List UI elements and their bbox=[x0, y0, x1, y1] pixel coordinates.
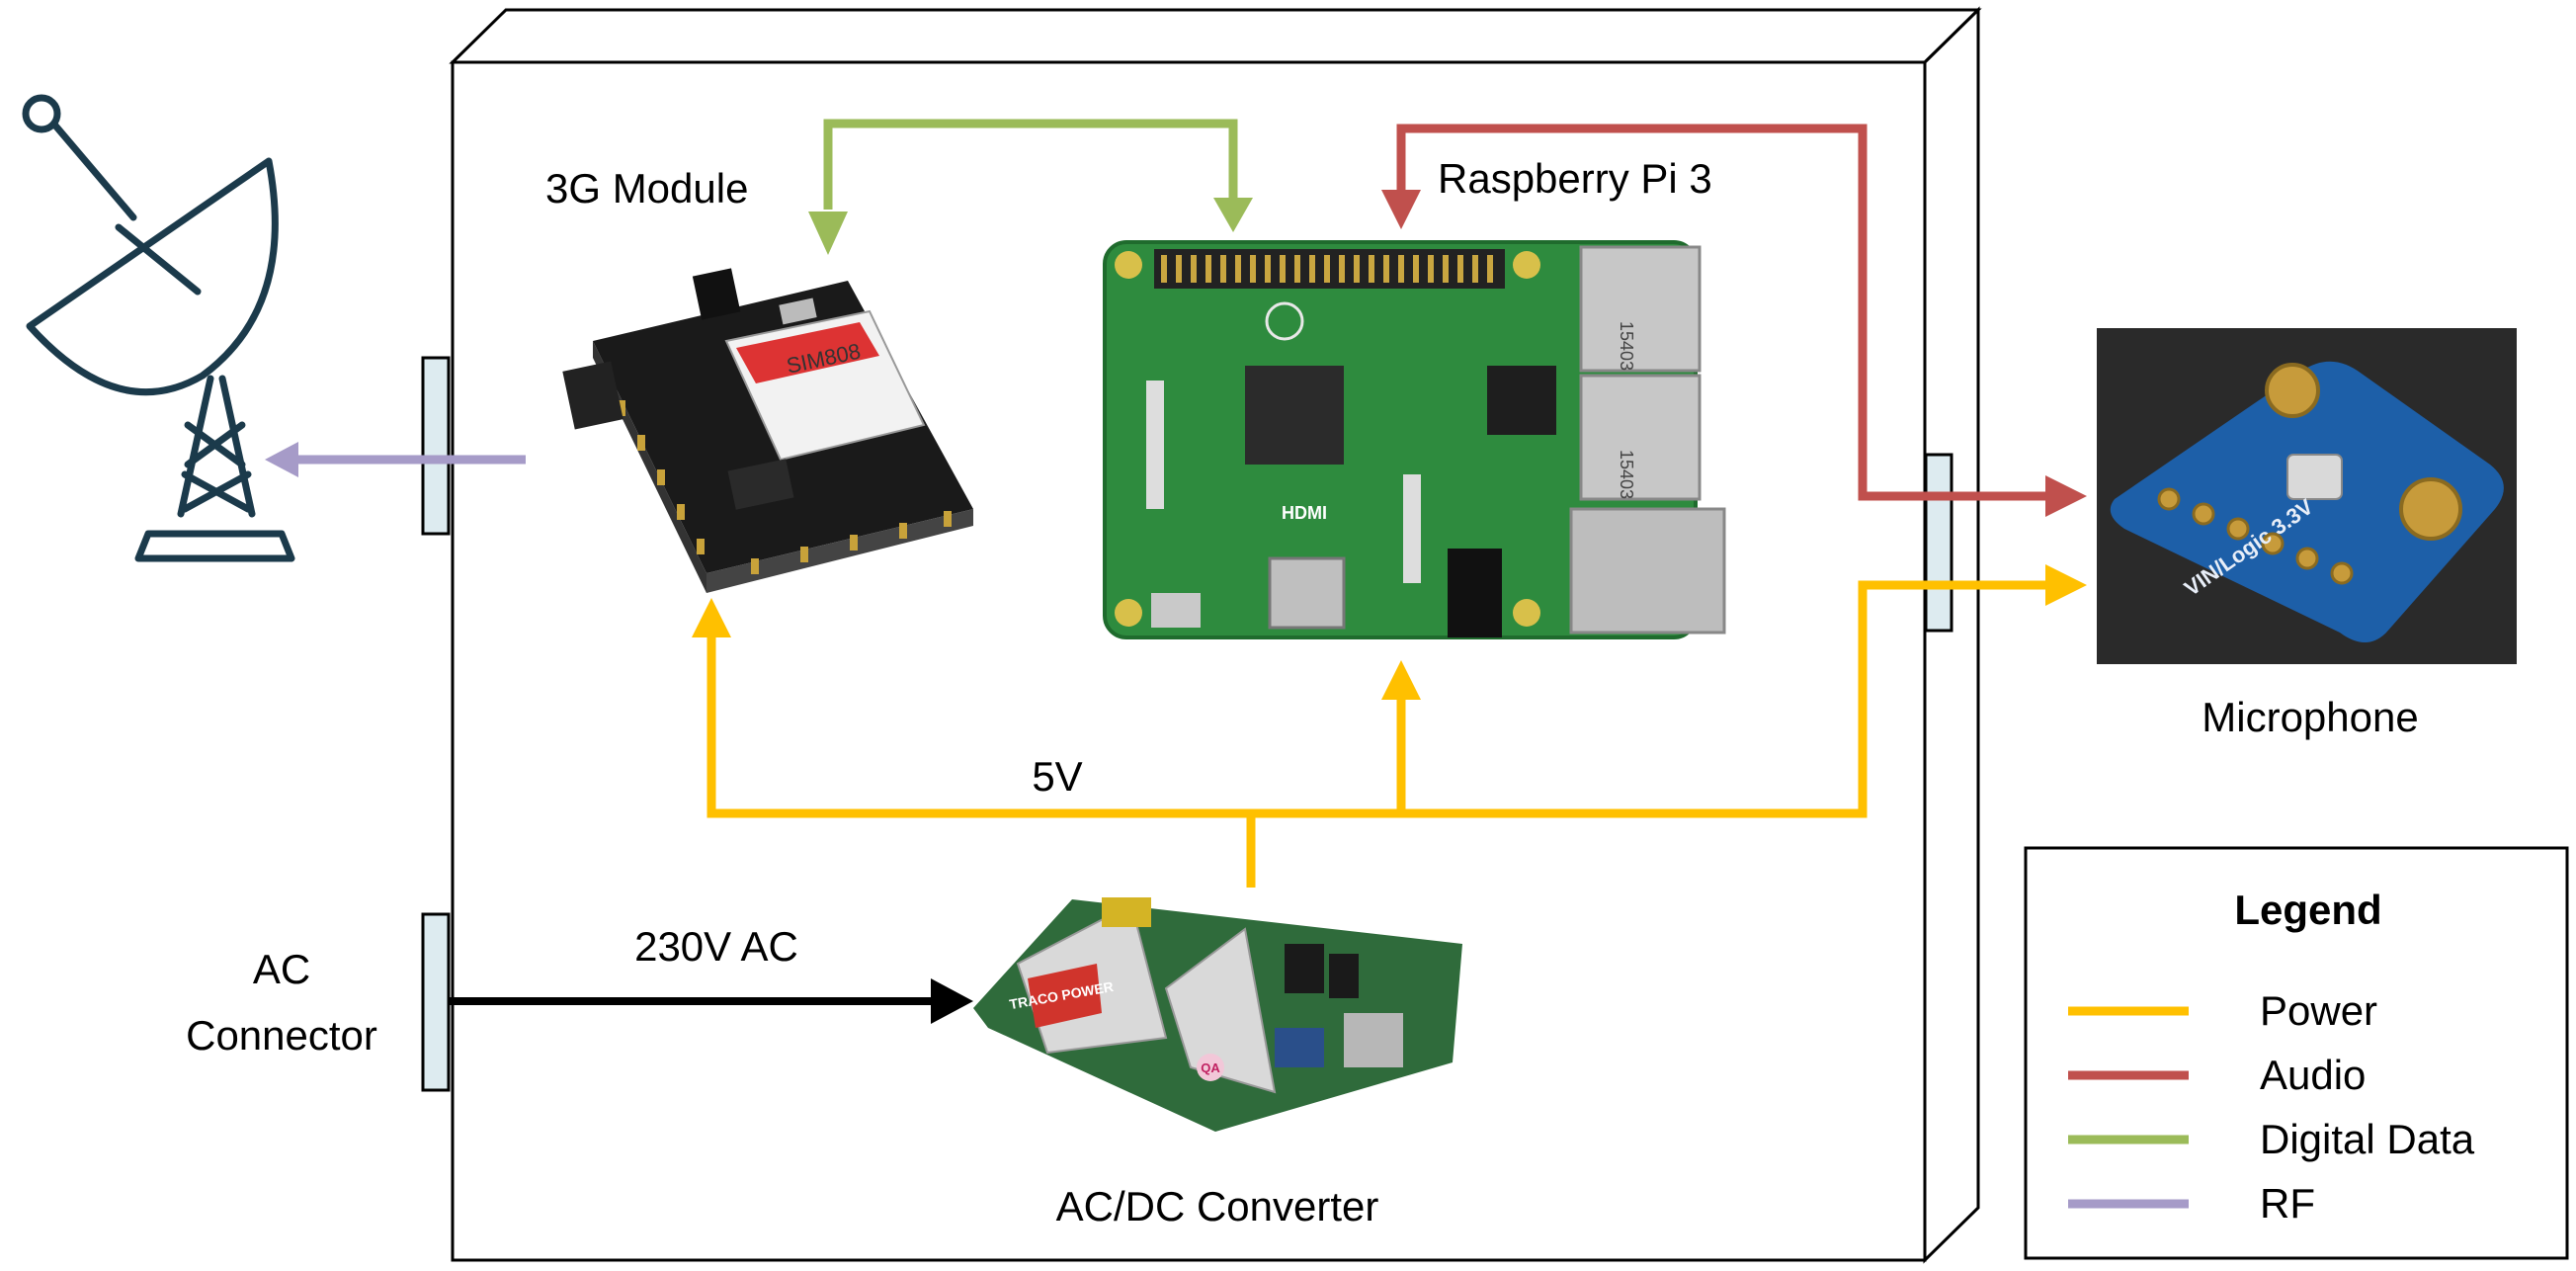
power-arrowhead-pi bbox=[1381, 660, 1421, 700]
label-5v: 5V bbox=[1032, 753, 1082, 800]
power-arrowhead-mic bbox=[2045, 564, 2087, 606]
label-raspberry-pi: Raspberry Pi 3 bbox=[1438, 155, 1712, 202]
enclosure-side bbox=[1923, 6, 1980, 1264]
audio-line bbox=[1396, 124, 2050, 501]
power-supply-icon: TRACO POWER QA bbox=[973, 897, 1462, 1132]
satellite-dish-icon bbox=[22, 94, 295, 562]
rf-arrowhead bbox=[265, 442, 298, 477]
label-microphone: Microphone bbox=[2202, 694, 2418, 740]
label-ac-connector-2: Connector bbox=[186, 1012, 377, 1059]
digital-data-line bbox=[823, 119, 1238, 210]
label-230v-ac: 230V AC bbox=[634, 923, 798, 970]
digital-data-arrowhead-3g bbox=[808, 212, 848, 255]
raspberry-pi-board-icon: 15403 15403 HDMI bbox=[1103, 240, 1726, 639]
audio-arrowhead-mic bbox=[2045, 475, 2087, 517]
microphone-breakout-icon: VIN/Logic 3.3V bbox=[2097, 328, 2517, 664]
legend-title: Legend bbox=[2234, 887, 2381, 933]
legend-label-digital: Digital Data bbox=[2260, 1116, 2475, 1162]
legend: Legend Power Audio Digital Data RF bbox=[2024, 846, 2569, 1260]
legend-label-power: Power bbox=[2260, 987, 2377, 1034]
sim808-board-icon: SIM808 bbox=[562, 268, 973, 593]
pi-usb-label-1: 15403 bbox=[1617, 321, 1636, 371]
pi-hdmi-label: HDMI bbox=[1282, 503, 1327, 523]
legend-box bbox=[2024, 846, 2569, 1260]
legend-label-audio: Audio bbox=[2260, 1052, 2366, 1098]
power-arrowhead-3g bbox=[692, 598, 731, 637]
ac-arrowhead bbox=[931, 978, 973, 1024]
converter-qa-label: QA bbox=[1201, 1060, 1220, 1075]
enclosure-top bbox=[449, 8, 1982, 64]
audio-power-port bbox=[1924, 453, 1953, 633]
label-ac-connector-1: AC bbox=[253, 946, 310, 992]
power-line-5v bbox=[706, 580, 2050, 818]
digital-data-arrowhead-pi bbox=[1213, 198, 1253, 232]
legend-label-rf: RF bbox=[2260, 1180, 2315, 1227]
audio-arrowhead-pi bbox=[1381, 190, 1421, 229]
label-ac-dc-converter: AC/DC Converter bbox=[1056, 1183, 1379, 1229]
label-3g-module: 3G Module bbox=[545, 165, 748, 212]
pi-usb-label-2: 15403 bbox=[1617, 450, 1636, 499]
rf-port bbox=[421, 356, 451, 536]
ac-port bbox=[421, 912, 451, 1092]
